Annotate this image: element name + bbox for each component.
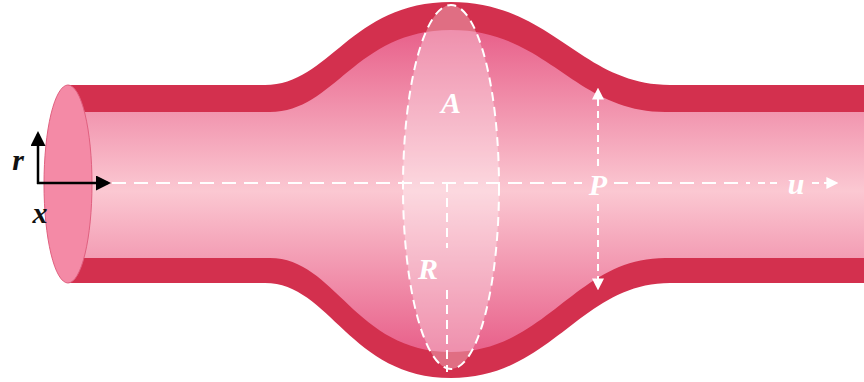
pressure-arrow	[597, 90, 599, 166]
axis-x	[37, 182, 108, 185]
velocity-label: u	[788, 169, 805, 199]
pressure-label: P	[589, 170, 607, 200]
radius-line	[446, 183, 448, 248]
vessel-wall	[68, 2, 864, 378]
velocity-arrow	[758, 182, 780, 184]
radius-line	[446, 290, 448, 372]
area-label: A	[441, 88, 461, 118]
cross-section	[403, 5, 499, 369]
centerline	[614, 182, 750, 184]
velocity-arrow	[812, 182, 836, 184]
radius-label: R	[418, 254, 438, 284]
centerline	[112, 182, 582, 184]
axis-r	[37, 134, 40, 184]
axis-label: r	[12, 145, 24, 175]
axis-label: x	[33, 198, 48, 228]
pressure-arrow	[597, 204, 599, 288]
